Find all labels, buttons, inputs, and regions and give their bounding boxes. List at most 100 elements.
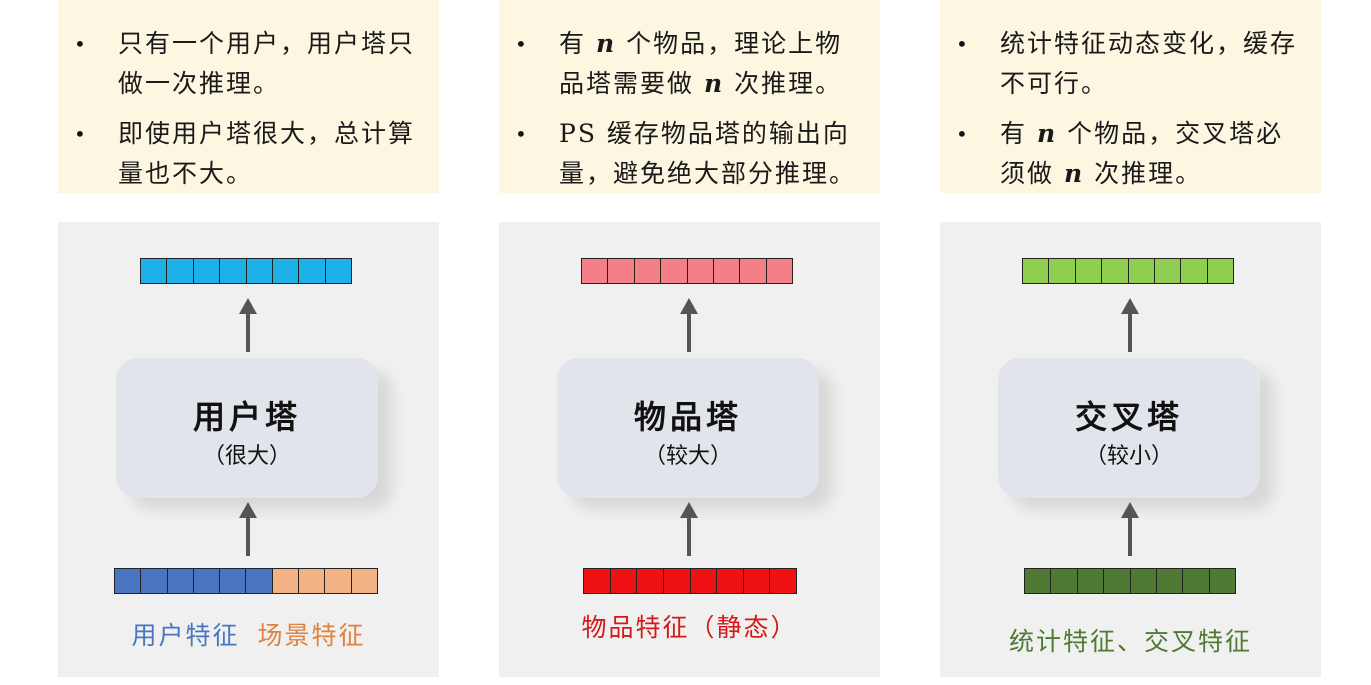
bullet-text-segment: 有 [559, 29, 596, 58]
bullet-text-segment: 次推理。 [1084, 159, 1203, 188]
vector-cell [1130, 569, 1157, 593]
tower-name: 交叉塔 [1074, 398, 1183, 436]
vector-cell [115, 569, 142, 593]
user-feature-vector [114, 568, 378, 594]
bullet-item: • 有 n 个物品，理论上物品塔需要做 n 次推理。 [509, 24, 866, 104]
tower-size: （较大） [643, 444, 732, 469]
vector-cell [141, 259, 168, 283]
vector-cell [246, 569, 273, 593]
vector-cell [141, 569, 168, 593]
vector-cell [1049, 259, 1076, 283]
user-feature-label: 用户特征 [131, 621, 240, 650]
vector-cell [167, 569, 194, 593]
up-arrow-icon [233, 298, 263, 354]
vector-cell [167, 259, 194, 283]
variable-n: n [1036, 119, 1058, 148]
vector-cell [1102, 259, 1129, 283]
user-tower-box: 用户塔 （很大） [116, 358, 378, 498]
item-feature-vector [583, 568, 797, 594]
user-tower-input-caption: 用户特征场景特征 [58, 616, 439, 652]
cross-tower-notes: • 统计特征动态变化，缓存不可行。 • 有 n 个物品，交叉塔必须做 n 次推理… [940, 0, 1321, 193]
bullet-marker: • [956, 122, 968, 146]
vector-cell [610, 569, 638, 593]
up-arrow-icon [674, 298, 704, 354]
vector-cell [637, 569, 664, 593]
vector-cell [1075, 259, 1103, 283]
vector-cell [1183, 569, 1210, 593]
bullet-marker: • [515, 32, 527, 56]
vector-cell [1023, 259, 1050, 283]
vector-cell [713, 259, 741, 283]
up-arrow-icon [233, 502, 263, 558]
vector-cell [193, 569, 221, 593]
vector-cell [687, 259, 714, 283]
bullet-text-segment: 次推理。 [724, 69, 843, 98]
variable-n: n [703, 69, 725, 98]
tower-name: 物品塔 [633, 398, 742, 436]
cross-tower-panel: • 统计特征动态变化，缓存不可行。 • 有 n 个物品，交叉塔必须做 n 次推理… [940, 0, 1321, 685]
bullet-text: 有 n 个物品，理论上物品塔需要做 n 次推理。 [559, 24, 866, 104]
vector-cell [661, 259, 688, 283]
bullet-item: • 只有一个用户，用户塔只做一次推理。 [68, 24, 425, 104]
vector-cell [299, 259, 326, 283]
vector-cell [717, 569, 744, 593]
bullet-text: 只有一个用户，用户塔只做一次推理。 [118, 29, 416, 98]
vector-cell [220, 259, 247, 283]
item-tower-diagram: 物品塔 （较大） 物品特征（静态） [499, 222, 880, 677]
bullet-text: PS 缓存物品塔的输出向量，避免绝大部分推理。 [559, 119, 857, 188]
vector-cell [193, 259, 221, 283]
vector-cell [351, 569, 377, 593]
user-tower-diagram: 用户塔 （很大） 用户特征场景特征 [58, 222, 439, 677]
vector-cell [1077, 569, 1105, 593]
vector-cell [608, 259, 635, 283]
bullet-text-segment: 个物品，理论上物品塔需要做 [559, 29, 843, 98]
vector-cell [1154, 259, 1182, 283]
item-feature-label: 物品特征（静态） [581, 613, 798, 642]
item-embedding-vector [581, 258, 793, 284]
vector-cell [663, 569, 691, 593]
up-arrow-icon [1115, 502, 1145, 558]
item-tower-box: 物品塔 （较大） [557, 358, 819, 498]
vector-cell [1181, 259, 1208, 283]
bullet-item: • PS 缓存物品塔的输出向量，避免绝大部分推理。 [509, 114, 866, 194]
scene-feature-label: 场景特征 [257, 621, 366, 650]
bullet-item: • 即使用户塔很大，总计算量也不大。 [68, 114, 425, 194]
bullet-text: 有 n 个物品，交叉塔必须做 n 次推理。 [1000, 114, 1300, 194]
bullet-item: • 有 n 个物品，交叉塔必须做 n 次推理。 [950, 114, 1307, 194]
tower-size: （较小） [1084, 444, 1173, 469]
vector-cell [1209, 569, 1235, 593]
vector-cell [1156, 569, 1184, 593]
vector-cell [325, 259, 351, 283]
vector-cell [246, 259, 273, 283]
bullet-marker: • [74, 32, 86, 56]
up-arrow-icon [1115, 298, 1145, 354]
vector-cell [584, 569, 611, 593]
vector-cell [690, 569, 718, 593]
bullet-marker: • [956, 32, 968, 56]
bullet-text: 统计特征动态变化，缓存不可行。 [1000, 29, 1298, 98]
bullet-text: 即使用户塔很大，总计算量也不大。 [118, 119, 416, 188]
up-arrow-icon [674, 502, 704, 558]
variable-n: n [1063, 159, 1085, 188]
vector-cell [1051, 569, 1078, 593]
item-tower-notes: • 有 n 个物品，理论上物品塔需要做 n 次推理。 • PS 缓存物品塔的输出… [499, 0, 880, 193]
cross-feature-label: 统计特征、交叉特征 [1008, 627, 1252, 656]
vector-cell [299, 569, 326, 593]
vector-cell [743, 569, 771, 593]
tower-name: 用户塔 [192, 398, 301, 436]
bullet-marker: • [515, 122, 527, 146]
vector-cell [582, 259, 609, 283]
vector-cell [1025, 569, 1052, 593]
user-tower-notes: • 只有一个用户，用户塔只做一次推理。 • 即使用户塔很大，总计算量也不大。 [58, 0, 439, 193]
cross-tower-box: 交叉塔 （较小） [998, 358, 1260, 498]
bullet-item: • 统计特征动态变化，缓存不可行。 [950, 24, 1307, 104]
tower-size: （很大） [202, 444, 291, 469]
vector-cell [766, 259, 792, 283]
vector-cell [325, 569, 352, 593]
bullet-text-segment: 有 [1000, 119, 1037, 148]
cross-tower-diagram: 交叉塔 （较小） 统计特征、交叉特征 [940, 222, 1321, 677]
user-embedding-vector [140, 258, 352, 284]
user-tower-panel: • 只有一个用户，用户塔只做一次推理。 • 即使用户塔很大，总计算量也不大。 用… [58, 0, 439, 685]
bullet-text-segment: 个物品，交叉塔必须做 [1000, 119, 1284, 188]
bullet-marker: • [74, 122, 86, 146]
